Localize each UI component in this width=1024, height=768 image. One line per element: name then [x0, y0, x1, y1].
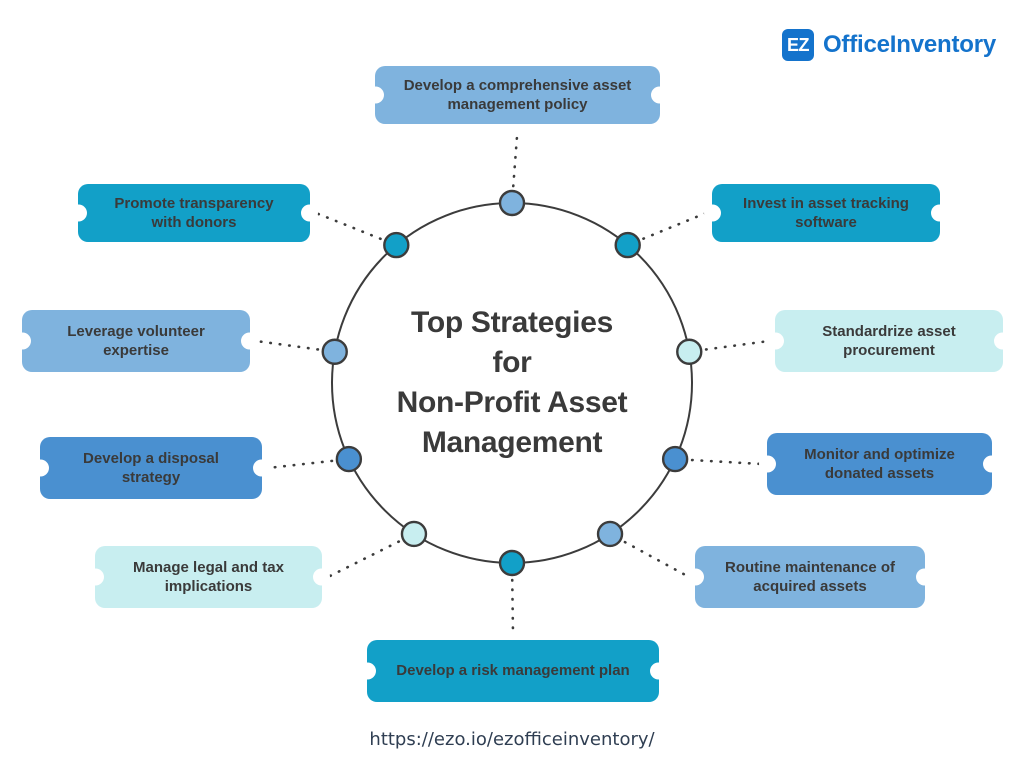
strategy-label-develop-a-disposal-strategy[interactable]: Develop a disposal strategy	[40, 437, 262, 499]
connector-manage-legal-and-tax-implications	[326, 540, 401, 579]
strategy-label-invest-in-asset-tracking-software[interactable]: Invest in asset tracking software	[712, 184, 940, 242]
ring-node-manage-legal-and-tax-implications[interactable]	[400, 520, 428, 548]
ring-node-routine-maintenance-of-acquired-assets[interactable]	[596, 520, 624, 548]
strategy-label-standardrize-asset-procurement[interactable]: Standardrize asset procurement	[775, 310, 1003, 372]
ring-node-leverage-volunteer-expertise[interactable]	[321, 338, 348, 365]
strategy-label-text: Develop a risk management plan	[396, 662, 630, 680]
footer-url[interactable]: https://ezo.io/ezofficeinventory/	[369, 729, 655, 750]
strategy-label-manage-legal-and-tax-implications[interactable]: Manage legal and tax implications	[95, 546, 322, 608]
strategy-label-text: Manage legal and tax implications	[133, 558, 284, 595]
ring-node-monitor-and-optimize-donated-assets[interactable]	[661, 445, 689, 473]
connector-standardrize-asset-procurement	[704, 339, 771, 351]
connector-leverage-volunteer-expertise	[254, 339, 320, 351]
brand-wordmark: OfficeInventory	[822, 31, 996, 58]
strategy-label-text: Leverage volunteer expertise	[67, 322, 205, 359]
connector-develop-a-disposal-strategy	[266, 459, 334, 470]
ring-node-develop-comprehensive-asset-management-policy[interactable]	[498, 189, 526, 217]
brand-logo: EZ OfficeInventory	[781, 28, 996, 62]
connector-promote-transparency-with-donors	[314, 211, 382, 241]
strategy-label-leverage-volunteer-expertise[interactable]: Leverage volunteer expertise	[22, 310, 250, 372]
strategy-label-promote-transparency-with-donors[interactable]: Promote transparency with donors	[78, 184, 310, 242]
strategy-label-text: Develop a disposal strategy	[83, 449, 219, 486]
strategy-label-text: Promote transparency with donors	[114, 194, 274, 231]
connector-develop-a-risk-management-plan	[510, 578, 515, 636]
page-title-line-3: Non-Profit Asset	[396, 386, 628, 419]
strategy-label-develop-a-risk-management-plan[interactable]: Develop a risk management plan	[367, 640, 659, 702]
page-title: Top Strategies for Non-Profit Asset Mana…	[362, 303, 662, 463]
strategy-label-text: Monitor and optimize donated assets	[804, 445, 955, 482]
strategy-label-text: Standardrize asset procurement	[822, 322, 956, 359]
connector-monitor-and-optimize-donated-assets	[690, 458, 763, 466]
connector-develop-comprehensive-asset-management-policy	[511, 128, 519, 188]
connector-invest-in-asset-tracking-software	[642, 211, 708, 240]
page-title-line-1: Top Strategies	[411, 306, 613, 340]
strategy-label-monitor-and-optimize-donated-assets[interactable]: Monitor and optimize donated assets	[767, 433, 992, 495]
ring-node-standardrize-asset-procurement[interactable]	[676, 338, 703, 365]
ring-node-invest-in-asset-tracking-software[interactable]	[614, 231, 641, 259]
strategy-label-text: Invest in asset tracking software	[743, 194, 909, 231]
ez-logo-mark: EZ	[781, 29, 814, 61]
ring-node-develop-a-risk-management-plan[interactable]	[498, 549, 526, 577]
strategy-label-text: Develop a comprehensive asset management…	[403, 76, 632, 113]
page-title-line-4: Management	[421, 425, 603, 459]
ring-node-develop-a-disposal-strategy[interactable]	[335, 445, 363, 473]
ring-node-promote-transparency-with-donors[interactable]	[383, 231, 410, 259]
strategy-label-develop-comprehensive-asset-management-policy[interactable]: Develop a comprehensive asset management…	[375, 66, 660, 124]
connector-routine-maintenance-of-acquired-assets	[623, 540, 691, 579]
strategy-label-routine-maintenance-of-acquired-assets[interactable]: Routine maintenance of acquired assets	[695, 546, 925, 608]
strategy-label-text: Routine maintenance of acquired assets	[724, 558, 896, 595]
page-title-line-2: for	[492, 346, 532, 380]
